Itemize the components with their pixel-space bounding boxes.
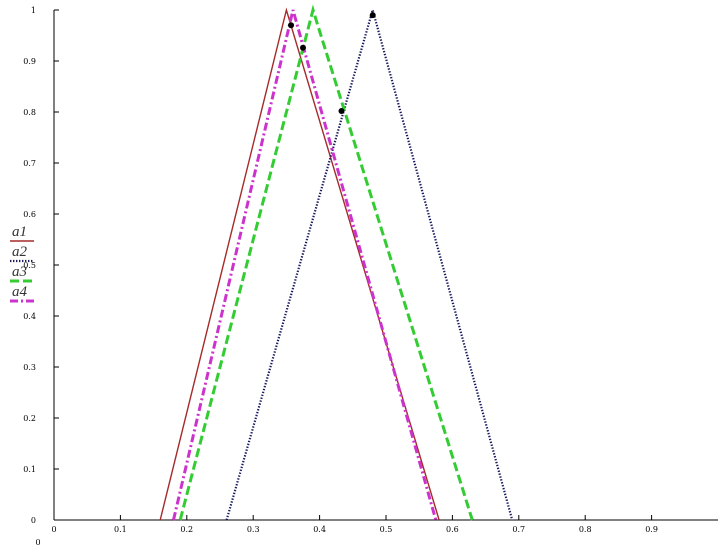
y-tick-label: 0.6: [23, 210, 36, 219]
points-layer: [288, 12, 376, 114]
legend-label-a2: a2: [12, 244, 28, 260]
series-line-a3: [178, 4, 474, 521]
data-point: [369, 12, 376, 19]
y-axis-ticks: 0 0.1 0.2 0.3 0.4 0.5 0.6 0.7 0.8 0.9 1: [23, 6, 59, 525]
y-tick-label: 0.1: [23, 465, 36, 474]
x-origin-label: 0: [35, 538, 40, 547]
y-tick-label: 0.9: [23, 57, 36, 66]
x-tick-label: 0: [51, 525, 56, 534]
legend-label-a1: a1: [12, 224, 27, 240]
y-tick-label: 0.4: [23, 312, 36, 321]
y-tick-label: 0.7: [23, 159, 36, 168]
x-tick-label: 0.7: [512, 525, 525, 534]
y-tick-label: 0.8: [23, 108, 36, 117]
x-tick-label: 0.2: [180, 525, 193, 534]
x-tick-label: 0.9: [645, 525, 658, 534]
legend-label-a3: a3: [12, 264, 27, 280]
series-layer: [159, 4, 514, 521]
y-tick-label: 0.5: [23, 261, 36, 270]
y-tick-label: 0.2: [23, 414, 36, 423]
y-tick-label: 0.3: [23, 363, 36, 372]
legend: a1 a2 a3 a4: [10, 224, 34, 303]
x-tick-label: 0.8: [579, 525, 592, 534]
x-axis-ticks: 0 0.1 0.2 0.3 0.4 0.5 0.6 0.7 0.8 0.9 0: [35, 515, 658, 547]
x-tick-label: 0.6: [446, 525, 459, 534]
data-point: [300, 44, 306, 51]
x-tick-label: 0.5: [380, 525, 393, 534]
data-point: [338, 107, 345, 114]
y-tick-label: 1: [31, 6, 36, 15]
x-tick-label: 0.3: [247, 525, 260, 534]
x-tick-label: 0.1: [114, 525, 127, 534]
x-tick-label: 0.4: [313, 525, 326, 534]
y-tick-label: 0: [31, 516, 36, 525]
series-line-a4: [172, 9, 438, 521]
data-point: [288, 22, 295, 29]
series-line-a2: [225, 5, 514, 521]
legend-label-a4: a4: [12, 284, 28, 300]
